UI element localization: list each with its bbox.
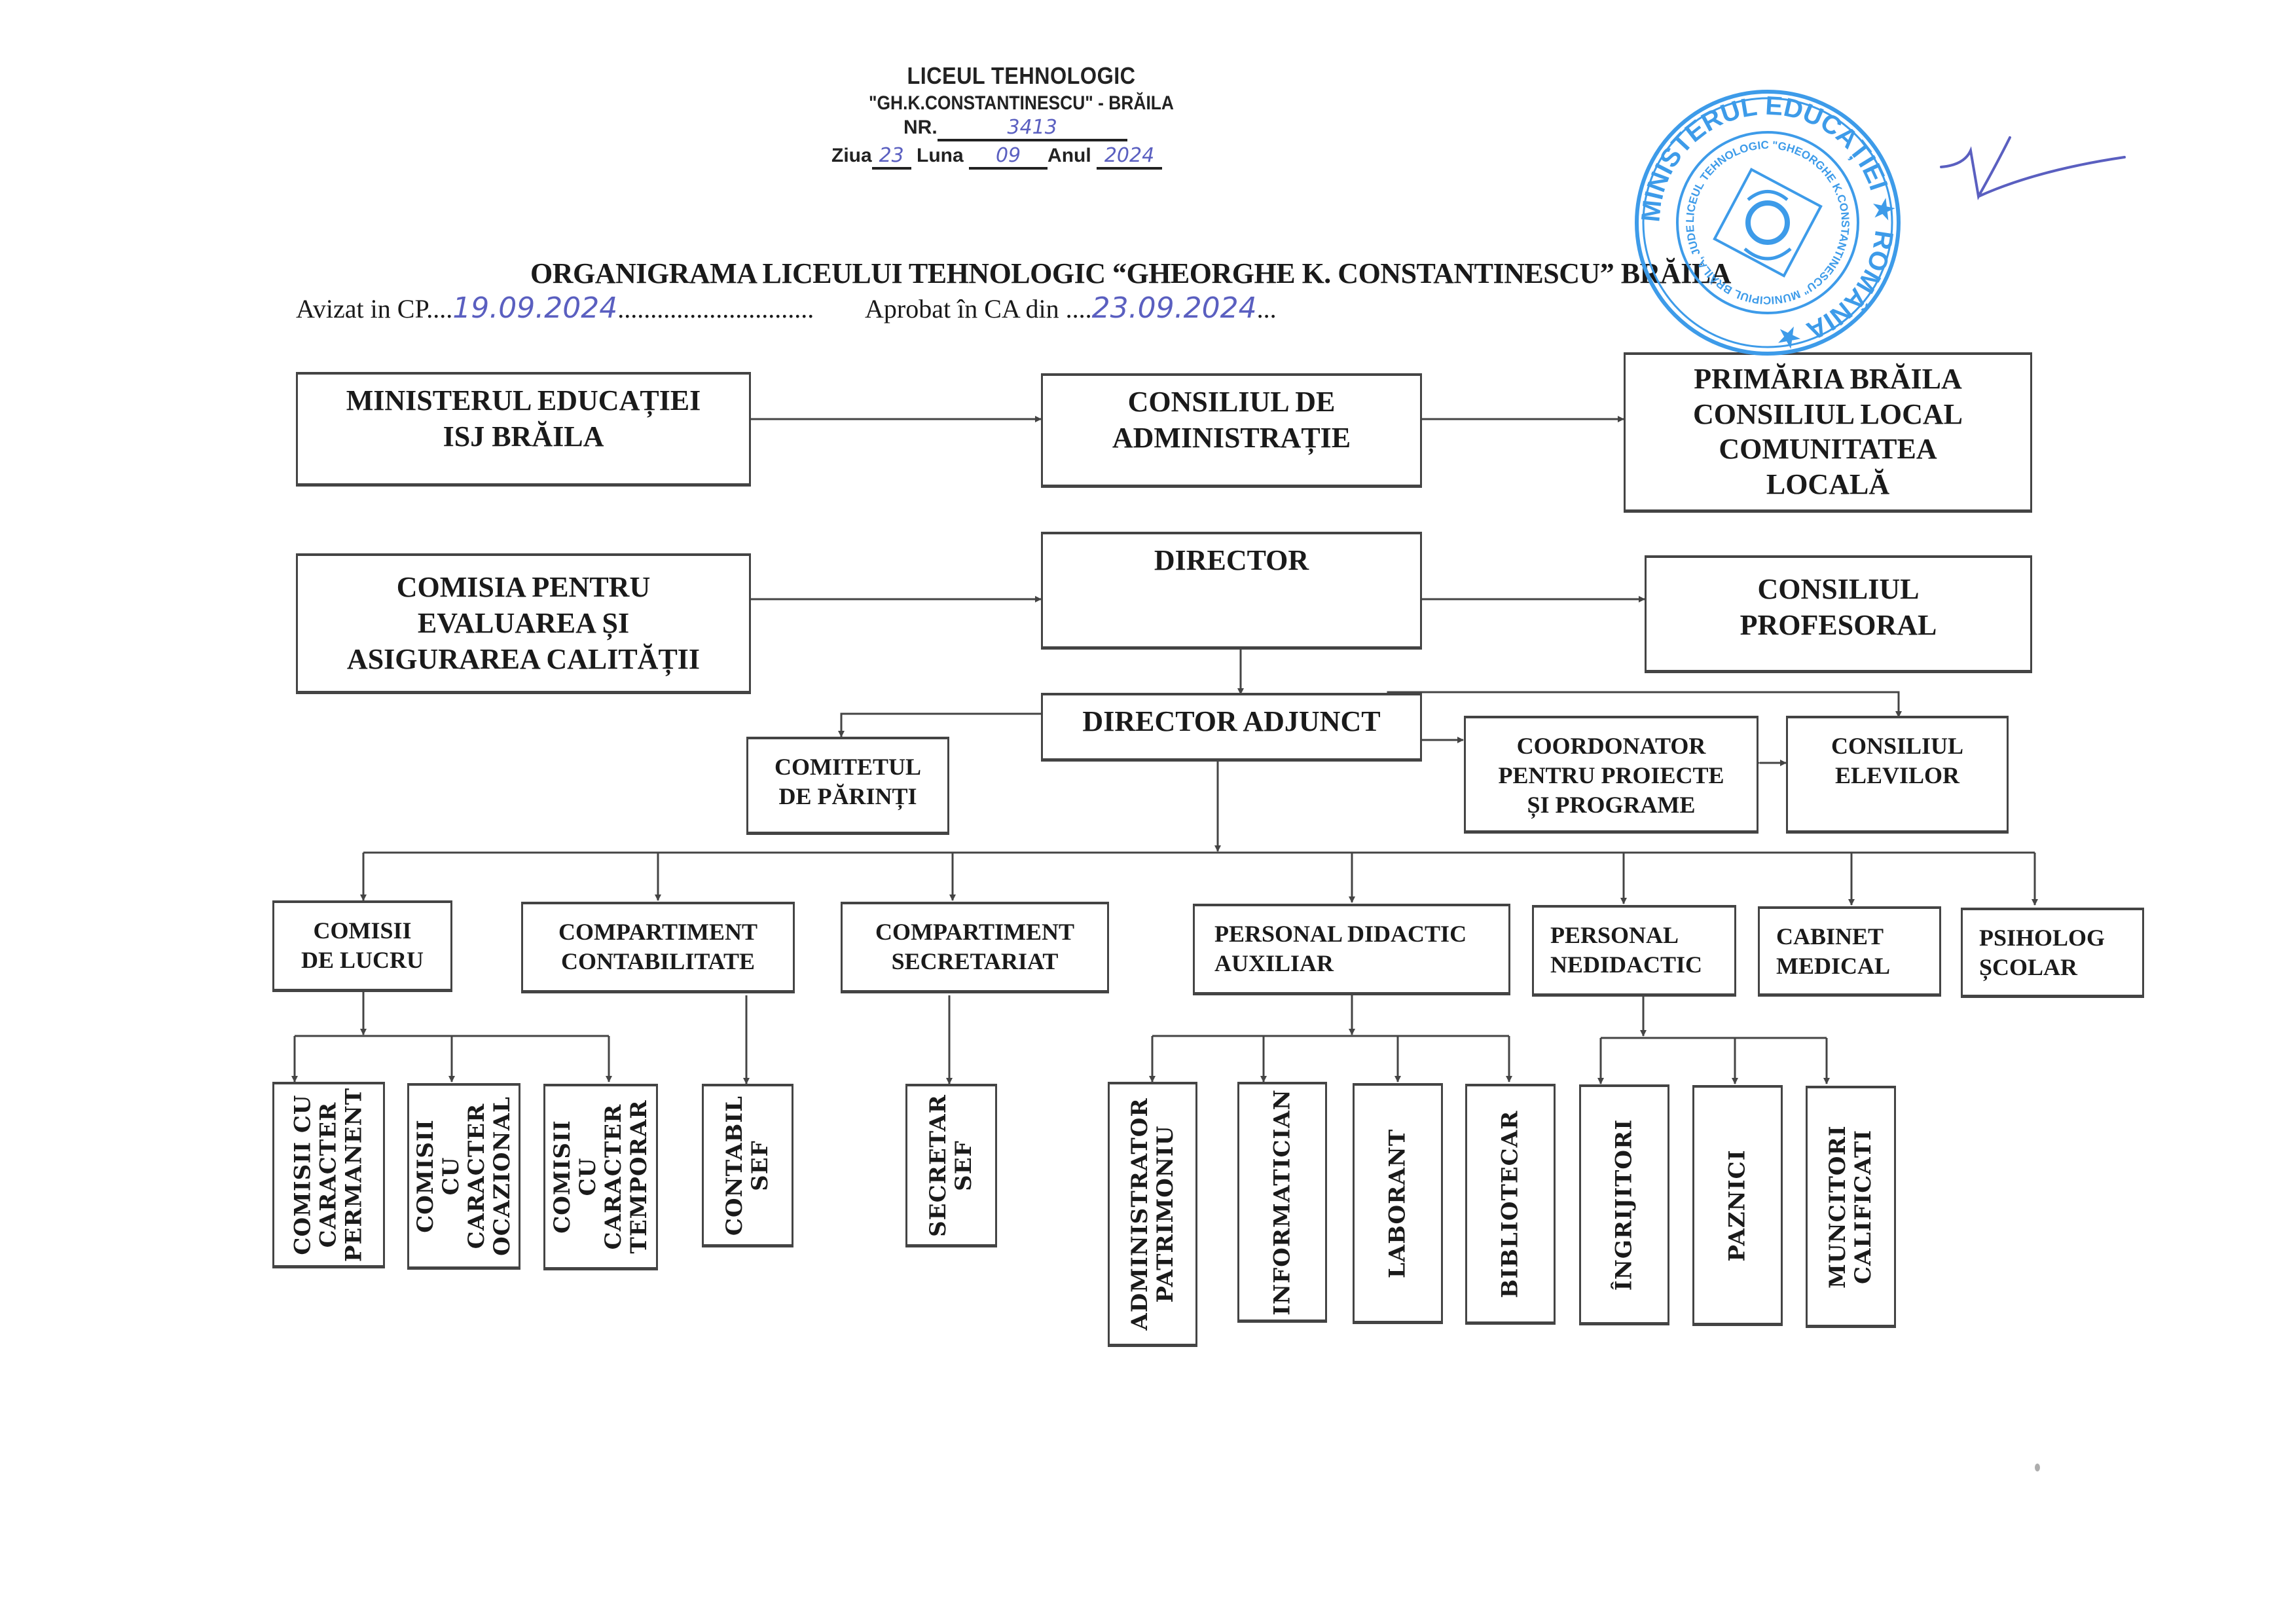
ca-label: Aprobat în CA din [865,294,1059,323]
dots: .............................. [617,294,814,323]
box-department[interactable]: COMISII DE LUCRU [272,900,452,992]
sub-unit-label: SECRETAR SEF [924,1094,977,1237]
box-ministerul[interactable]: MINISTERUL EDUCAȚIEI ISJ BRĂILA [296,372,751,487]
sub-unit-label: MUNCITORI CALIFICATI [1824,1124,1876,1289]
cp-date: 19.09.2024 [452,291,618,325]
box-comitetul-parinti[interactable]: COMITETUL DE PĂRINȚI [746,737,949,835]
box-sub-unit[interactable]: BIBLIOTECAR [1465,1084,1556,1325]
sub-unit-label: ADMINISTRATOR PATRIMONIU [1126,1098,1178,1331]
stamp-day-value: 23 [879,144,904,167]
stamp-nr-label: NR. [903,117,938,138]
department-label: PERSONAL NEDIDACTIC [1550,922,1703,978]
sub-unit-label: COMISII CU CARACTER OCAZIONAL [412,1096,515,1256]
box-department[interactable]: PERSONAL NEDIDACTIC [1532,905,1736,997]
box-sub-unit[interactable]: MUNCITORI CALIFICATI [1806,1086,1896,1328]
department-label: CABINET MEDICAL [1776,923,1891,979]
department-label: COMPARTIMENT CONTABILITATE [558,919,758,974]
sub-unit-label: ÎNGRIJITORI [1611,1118,1637,1291]
box-consiliul-elevilor[interactable]: CONSILIUL ELEVILOR [1786,716,2009,834]
box-department[interactable]: PSIHOLOG ȘCOLAR [1961,908,2144,998]
box-sub-unit[interactable]: PAZNICI [1692,1085,1783,1326]
box-primaria-label: PRIMĂRIA BRĂILA CONSILIUL LOCAL COMUNITA… [1692,363,1963,501]
box-comisia-calitate[interactable]: COMISIA PENTRU EVALUAREA ȘI ASIGURAREA C… [296,553,751,694]
box-sub-unit[interactable]: ADMINISTRATOR PATRIMONIU [1108,1082,1197,1347]
stamp-school-type: LICEUL TEHNOLOGIC [907,62,1136,89]
box-comisia-calitate-label: COMISIA PENTRU EVALUAREA ȘI ASIGURAREA C… [346,571,701,675]
box-consiliul-elevilor-label: CONSILIUL ELEVILOR [1831,733,1964,788]
sub-unit-label: BIBLIOTECAR [1497,1110,1523,1298]
box-sub-unit[interactable]: COMISII CU CARACTER TEMPORAR [543,1084,658,1270]
stamp-nr-value: 3413 [1007,116,1057,139]
stamp-year-label: Anul [1048,145,1091,166]
stamp-school-name: "GH.K.CONSTANTINESCU" - BRĂILA [868,92,1174,114]
sub-unit-label: COMISII CU CARACTER TEMPORAR [549,1099,652,1254]
box-department[interactable]: COMPARTIMENT CONTABILITATE [521,902,795,993]
stamp-date-row: Ziua 23 Luna 09 Anul 2024 [825,144,1218,170]
box-comitetul-parinti-label: COMITETUL DE PĂRINȚI [774,754,922,809]
sub-unit-label: PAZNICI [1724,1149,1751,1262]
box-coordonator-label: COORDONATOR PENTRU PROIECTE ȘI PROGRAME [1498,733,1724,818]
arrow-adjunct-comitet [838,712,1041,737]
stamp-month-label: Luna [917,145,964,166]
stamp-month-value: 09 [995,144,1021,167]
box-consiliul-administratie[interactable]: CONSILIUL DE ADMINISTRAȚIE [1041,373,1422,488]
box-director[interactable]: DIRECTOR [1041,532,1422,650]
box-coordonator[interactable]: COORDONATOR PENTRU PROIECTE ȘI PROGRAME [1464,716,1758,834]
box-sub-unit[interactable]: CONTABIL SEF [702,1084,793,1247]
department-label: COMISII DE LUCRU [301,917,424,973]
box-ministerul-label: MINISTERUL EDUCAȚIEI ISJ BRĂILA [346,384,701,452]
cp-label: Avizat in CP [296,294,427,323]
stamp-day-label: Ziua [831,145,872,166]
box-consiliul-profesoral-label: CONSILIUL PROFESORAL [1740,573,1937,641]
box-sub-unit[interactable]: SECRETAR SEF [905,1084,997,1247]
sub-unit-label: LABORANT [1384,1128,1411,1278]
signature-icon [1940,136,2126,200]
box-department[interactable]: PERSONAL DIDACTIC AUXILIAR [1193,904,1510,995]
official-seal-icon: MINISTERUL EDUCAȚIEI ★ ROMÂNIA ★ LICEUL … [1630,85,1901,356]
box-sub-unit[interactable]: ÎNGRIJITORI [1579,1084,1669,1325]
stamp-number-row: NR. 3413 [825,116,1218,141]
box-consiliul-administratie-label: CONSILIUL DE ADMINISTRAȚIE [1112,386,1351,454]
box-primaria[interactable]: PRIMĂRIA BRĂILA CONSILIUL LOCAL COMUNITA… [1624,352,2032,513]
sub-unit-label: COMISII CU CARACTER PERMANENT [289,1087,367,1263]
department-label: PERSONAL DIDACTIC AUXILIAR [1214,921,1467,976]
box-consiliul-profesoral[interactable]: CONSILIUL PROFESORAL [1645,555,2032,673]
box-sub-unit[interactable]: COMISII CU CARACTER PERMANENT [272,1082,385,1268]
department-label: PSIHOLOG ȘCOLAR [1979,925,2105,980]
department-label: COMPARTIMENT SECRETARIAT [875,919,1075,974]
dots: .... [426,294,453,323]
box-director-label: DIRECTOR [1154,544,1309,576]
box-director-adjunct-label: DIRECTOR ADJUNCT [1082,705,1381,737]
page-title: ORGANIGRAMA LICEULUI TEHNOLOGIC “GHEORGH… [530,257,1731,289]
ca-date: 23.09.2024 [1091,291,1257,325]
box-sub-unit[interactable]: INFORMATICIAN [1237,1082,1327,1323]
box-sub-unit[interactable]: LABORANT [1353,1083,1443,1324]
dots: ... [1256,294,1277,323]
scan-speck [2035,1464,2040,1471]
dots: .... [1065,294,1092,323]
box-department[interactable]: CABINET MEDICAL [1758,906,1941,997]
approval-line: Avizat in CP....19.09.2024..............… [296,291,1277,325]
sub-unit-label: CONTABIL SEF [721,1095,773,1236]
sub-unit-label: INFORMATICIAN [1268,1088,1295,1316]
arrow-adjunct-elevilor [1387,691,1902,718]
box-department[interactable]: COMPARTIMENT SECRETARIAT [841,902,1109,993]
registration-stamp: LICEUL TEHNOLOGIC "GH.K.CONSTANTINESCU" … [825,62,1218,170]
box-director-adjunct[interactable]: DIRECTOR ADJUNCT [1041,693,1422,762]
box-sub-unit[interactable]: COMISII CU CARACTER OCAZIONAL [407,1083,520,1270]
stamp-year-value: 2024 [1104,144,1155,167]
